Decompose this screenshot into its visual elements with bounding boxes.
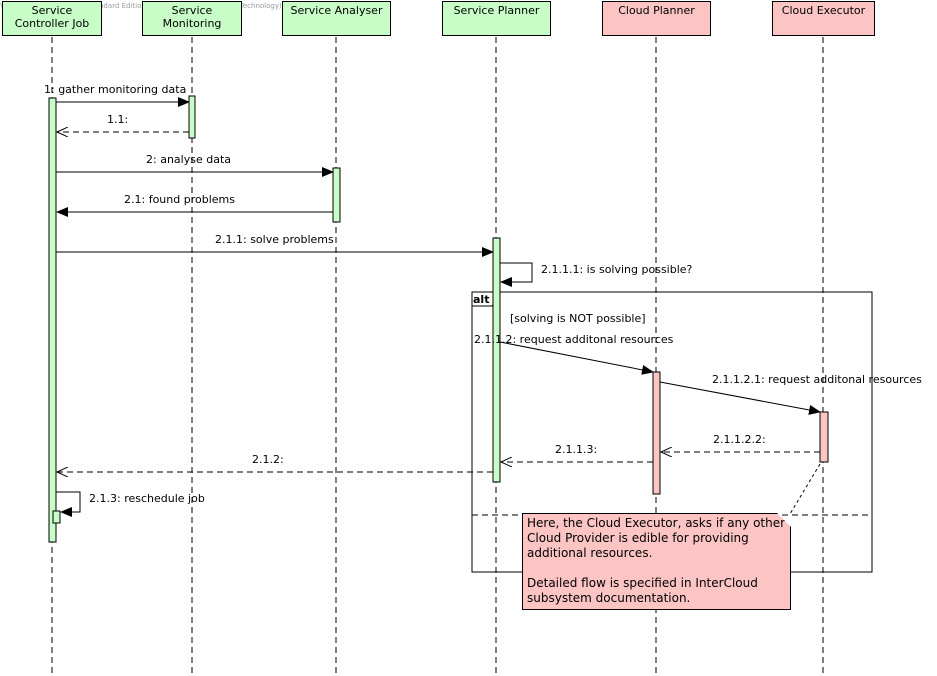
message-arrow-2-1-1-2: [499, 341, 654, 375]
message-label: 1.1:: [107, 113, 129, 126]
message-label: 2.1.2:: [252, 453, 284, 466]
lifeline-head-cloud-executor[interactable]: Cloud Executor: [772, 1, 875, 36]
note: Here, the Cloud Executor, asks if any ot…: [522, 513, 791, 610]
lifeline-title: Cloud Planner: [618, 4, 695, 17]
lifeline-head-cloud-planner[interactable]: Cloud Planner: [602, 1, 711, 36]
message-label: 2.1.1.2: request additonal resources: [474, 333, 674, 346]
lifeline-title: Cloud Executor: [781, 4, 866, 17]
message-label: 2.1: found problems: [124, 193, 235, 206]
message-arrow-2-1-1-1: [500, 262, 533, 287]
lifeline-head-service-analyser[interactable]: Service Analyser: [282, 1, 391, 36]
lifeline-title: Service Analyser: [290, 4, 383, 17]
lifeline-title: Service Monitoring: [162, 4, 222, 30]
watermark: Visual Paradigm for UML Standard Edition…: [0, 2, 282, 10]
activation-controller: [48, 97, 57, 543]
message-label: 2.1.1.1: is solving possible?: [541, 263, 693, 276]
lifeline-title: Service Planner: [453, 4, 540, 17]
message-arrow-2-1-1-2-1: [659, 381, 821, 415]
activation-analyser: [332, 167, 341, 223]
lifeline-title: Service Controller Job: [14, 4, 90, 30]
message-label: 2.1.1.3:: [555, 443, 598, 456]
activation-controller-self: [52, 510, 61, 524]
message-label: 2.1.1.2.2:: [713, 433, 766, 446]
note-anchor-line: [789, 463, 821, 515]
alt-guard: [solving is NOT possible]: [510, 312, 646, 325]
message-label: 1: gather monitoring data: [44, 83, 187, 96]
activation-cloud-planner: [652, 371, 661, 495]
lifeline-head-service-controller-job[interactable]: Service Controller Job: [2, 1, 102, 36]
message-label: 2: analyse data: [146, 153, 231, 166]
alt-operator: alt: [473, 293, 490, 306]
activation-cloud-executor: [819, 411, 829, 463]
message-label: 2.1.1: solve problems: [215, 233, 334, 246]
activation-planner: [492, 237, 501, 483]
activation-monitoring: [188, 95, 196, 139]
message-arrow-2-1-3: [56, 491, 81, 517]
message-label: 2.1.1.2.1: request additonal resources: [712, 373, 922, 386]
lifeline-head-service-planner[interactable]: Service Planner: [442, 1, 551, 36]
lifeline-head-service-monitoring[interactable]: Service Monitoring: [142, 1, 242, 36]
message-label: 2.1.3: reschedule job: [89, 492, 205, 505]
